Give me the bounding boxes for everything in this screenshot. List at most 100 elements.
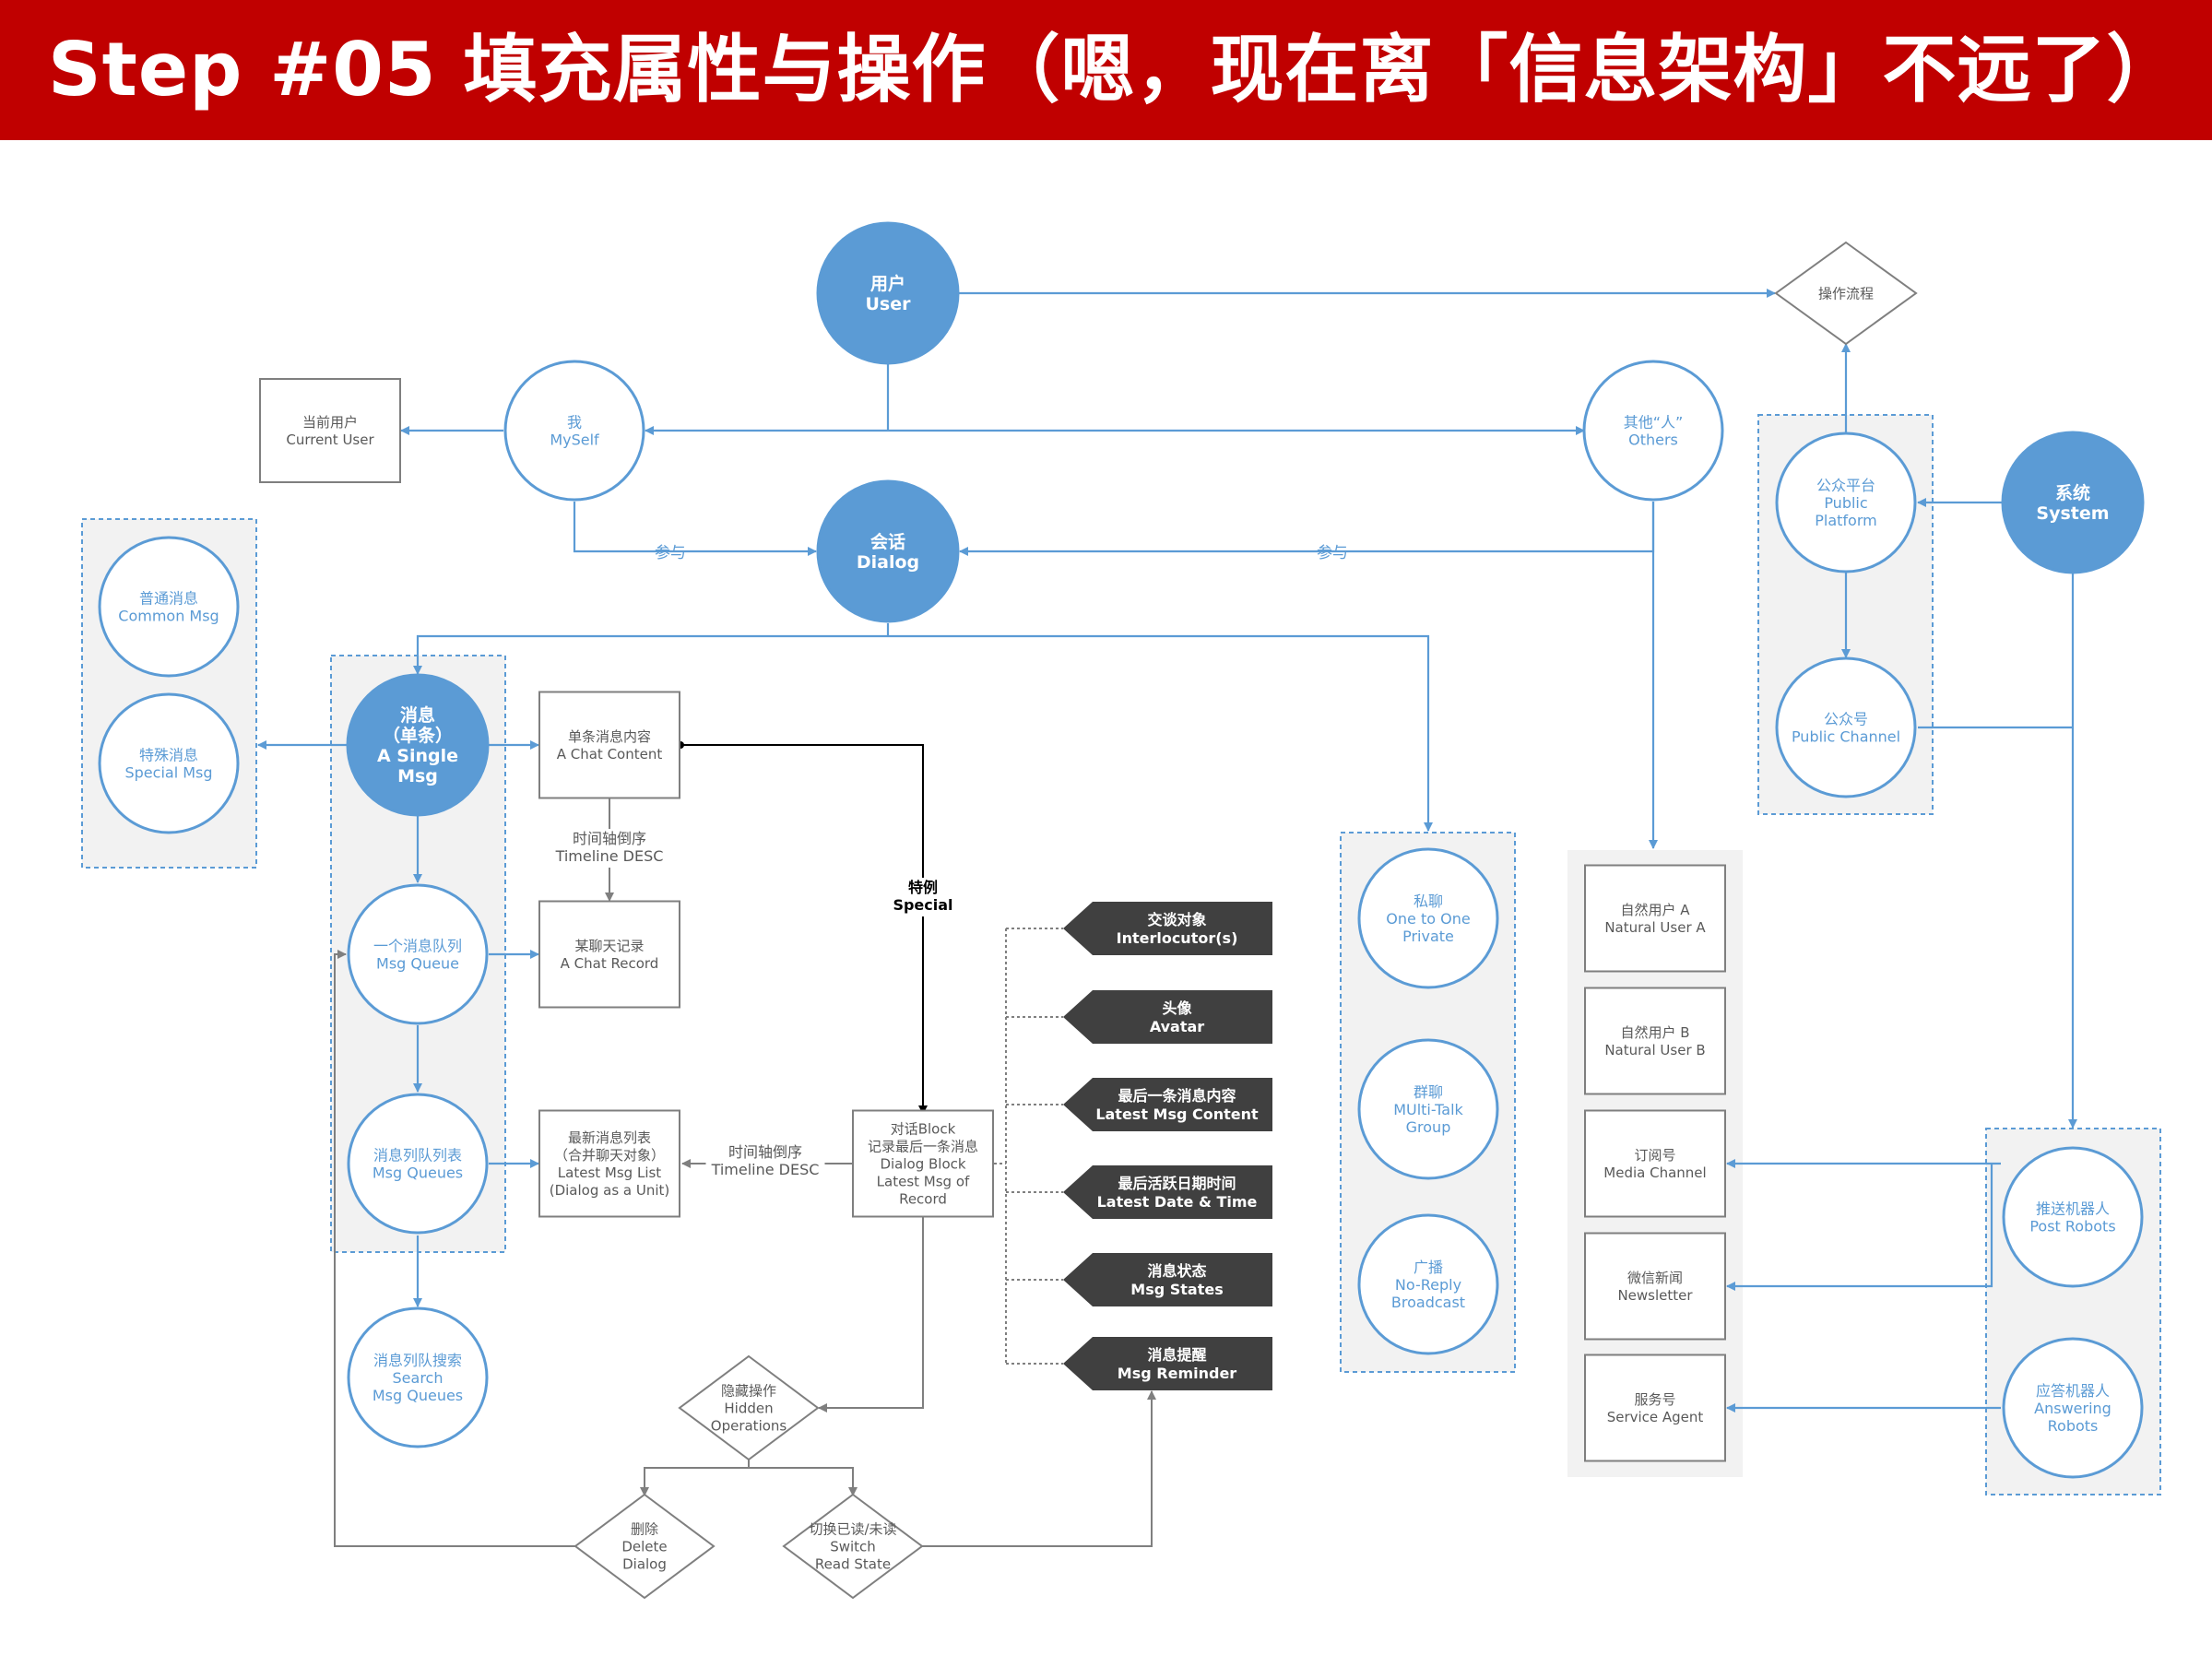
box-current-user-line-1: Current User [286, 431, 374, 448]
node-msg-queues-shape [347, 1093, 489, 1235]
node-search-queues-line-1: Search [393, 1369, 444, 1387]
box-chat-content-line-0: 单条消息内容 [568, 728, 651, 745]
box-media-channel-shape [1584, 1109, 1726, 1218]
tag-msg-reminder-line-1: Msg Reminder [1118, 1365, 1236, 1382]
node-public-platform-line-1: Public [1824, 494, 1867, 512]
node-post-robots-line-0: 推送机器人 [2036, 1200, 2110, 1217]
node-others-line-1: Others [1628, 431, 1678, 448]
node-dialog-line-0: 会话 [870, 531, 905, 552]
node-single-msg-shape [346, 673, 490, 817]
node-post-robots-line-1: Post Robots [2029, 1217, 2115, 1235]
box-newsletter-shape [1584, 1232, 1726, 1341]
node-public-channel-shape [1775, 656, 1917, 798]
box-chat-record-line-0: 某聊天记录 [574, 938, 644, 954]
edge-switch-reminder [922, 1390, 1156, 1547]
node-hidden-ops-line-0: 隐藏操作 [721, 1382, 776, 1399]
node-private-line-1: One to One [1386, 910, 1470, 928]
node-switch-read-line-0: 切换已读/未读 [809, 1520, 896, 1537]
box-latest-msg-list-line-0: 最新消息列表 [568, 1129, 651, 1146]
edge-dialog-msg [413, 634, 888, 675]
node-single-msg-line-0: 消息 [400, 704, 435, 726]
box-chat-record-line-1: A Chat Record [561, 955, 659, 972]
edge-others-dialog [959, 502, 1655, 556]
edge-myself-dialog [573, 502, 817, 556]
edge-label-timeline-1-line-0: 时间轴倒序 [573, 830, 646, 847]
tag-interlocutor-line-1: Interlocutor(s) [1117, 929, 1238, 947]
box-natural-user-a-line-0: 自然用户 A [1620, 902, 1690, 918]
node-broadcast-shape [1357, 1213, 1499, 1355]
box-current-user-shape [259, 378, 401, 483]
edge-label-join-right: 参与 [1317, 544, 1348, 562]
tag-latest-content-line-1: Latest Msg Content [1095, 1105, 1259, 1123]
node-private-shape [1357, 847, 1499, 989]
edge-post-news [1726, 1164, 1993, 1291]
edge-label-join-right-line-0: 参与 [1317, 544, 1348, 562]
box-service-agent-line-0: 服务号 [1634, 1391, 1675, 1408]
tag-interlocutor-line-0: 交谈对象 [1147, 911, 1206, 928]
box-latest-msg-list: 最新消息列表（合并聊天对象）Latest Msg List(Dialog as … [538, 1109, 680, 1218]
tag-latest-time-line-1: Latest Date & Time [1097, 1193, 1258, 1211]
node-search-queues-line-0: 消息列队搜索 [373, 1352, 462, 1369]
box-service-agent-line-1: Service Agent [1607, 1409, 1704, 1425]
node-msg-queue-line-1: Msg Queue [376, 954, 459, 972]
node-public-channel-line-1: Public Channel [1792, 727, 1900, 745]
box-service-agent-shape [1584, 1354, 1726, 1462]
node-group-line-0: 群聊 [1414, 1083, 1443, 1101]
box-natural-user-a-line-1: Natural User A [1604, 919, 1706, 936]
page-title: Step #05 填充属性与操作（嗯，现在离「信息架构」不远了） [48, 27, 2182, 112]
box-media-channel-line-0: 订阅号 [1634, 1147, 1675, 1164]
node-public-platform-line-2: Platform [1815, 512, 1876, 529]
box-chat-content-shape [538, 691, 680, 799]
node-op-flow-shape [1774, 241, 1918, 346]
node-single-msg-line-1: （单条） [383, 725, 453, 746]
edge-label-special-line-1: Special [893, 896, 952, 914]
node-special-msg-line-1: Special Msg [124, 763, 212, 781]
box-chat-content-line-1: A Chat Content [557, 746, 663, 762]
node-single-msg-line-2: A Single [377, 746, 458, 766]
tag-bracket [994, 928, 1063, 1365]
node-dialog-line-1: Dialog [857, 552, 919, 573]
node-special-msg-line-0: 特殊消息 [139, 746, 198, 763]
node-search-queues-line-2: Msg Queues [373, 1387, 463, 1404]
tag-msg-reminder-line-0: 消息提醒 [1147, 1346, 1206, 1364]
box-latest-msg-list-line-1: （合并聊天对象） [554, 1147, 665, 1164]
box-newsletter-line-0: 微信新闻 [1627, 1270, 1683, 1286]
node-group-line-1: MUlti-Talk [1393, 1101, 1463, 1118]
node-answer-robots-line-1: Answering [2034, 1400, 2111, 1417]
tag-msg-states-line-1: Msg States [1130, 1281, 1223, 1298]
tag-latest-content-shape [1063, 1078, 1272, 1131]
edge-label-join-left-line-0: 参与 [655, 544, 686, 562]
box-newsletter-line-1: Newsletter [1617, 1287, 1693, 1304]
edge-special [680, 744, 928, 1115]
tag-msg-states-line-0: 消息状态 [1147, 1262, 1206, 1280]
node-system-line-1: System [2036, 503, 2109, 524]
box-latest-msg-list-line-3: (Dialog as a Unit) [550, 1182, 670, 1199]
node-msg-queues-line-1: Msg Queues [373, 1164, 463, 1181]
tag-avatar-line-0: 头像 [1162, 999, 1192, 1017]
node-myself-line-1: MySelf [550, 431, 599, 448]
box-current-user-line-0: 当前用户 [302, 414, 358, 431]
node-private-line-2: Private [1402, 928, 1454, 945]
